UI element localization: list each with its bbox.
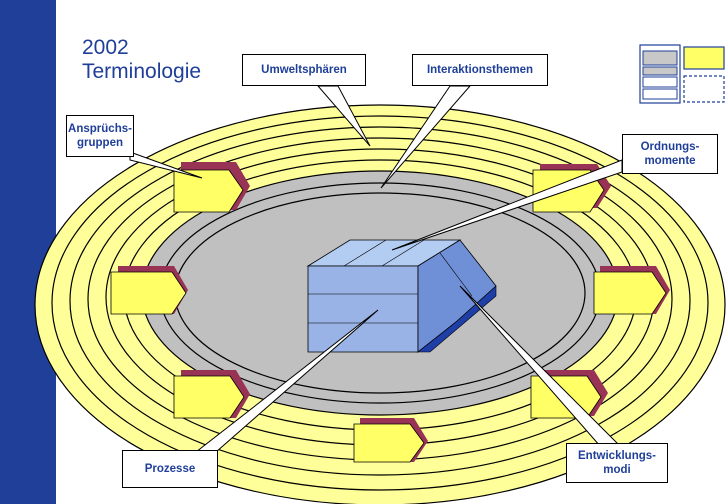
callout-anspruchsgruppen-label: Ansprüchs- gruppen: [68, 123, 132, 149]
callout-ordnungsmomente: Ordnungs- momente: [622, 134, 718, 174]
tab-left-top: [173, 162, 250, 213]
callout-umweltsphaeren: Umweltsphären: [242, 54, 366, 86]
callout-interaktionsthemen-label: Interaktionsthemen: [426, 64, 534, 76]
tab-left-bottom: [173, 370, 250, 419]
tab-bottom-center: [353, 418, 428, 463]
tab-right-mid: [593, 266, 670, 315]
legend-grid-icon: [639, 44, 725, 104]
organization-block: [306, 239, 497, 353]
callout-entwicklungsmodi-label: Entwicklungs- modi: [578, 450, 656, 476]
callout-entwicklungsmodi: Entwicklungs- modi: [566, 443, 668, 483]
callout-ordnungsmomente-label: Ordnungs- momente: [640, 141, 700, 167]
slide-heading: Terminologie: [82, 60, 202, 83]
callout-prozesse: Prozesse: [122, 450, 218, 488]
callout-pointers: [129, 85, 623, 453]
slide-year: 2002: [82, 36, 129, 59]
callout-interaktionsthemen: Interaktionsthemen: [412, 54, 548, 86]
callout-anspruchsgruppen: Ansprüchs- gruppen: [66, 115, 134, 157]
callout-umweltsphaeren-label: Umweltsphären: [261, 64, 347, 76]
callout-prozesse-label: Prozesse: [144, 463, 196, 475]
tab-left-mid: [110, 266, 188, 315]
